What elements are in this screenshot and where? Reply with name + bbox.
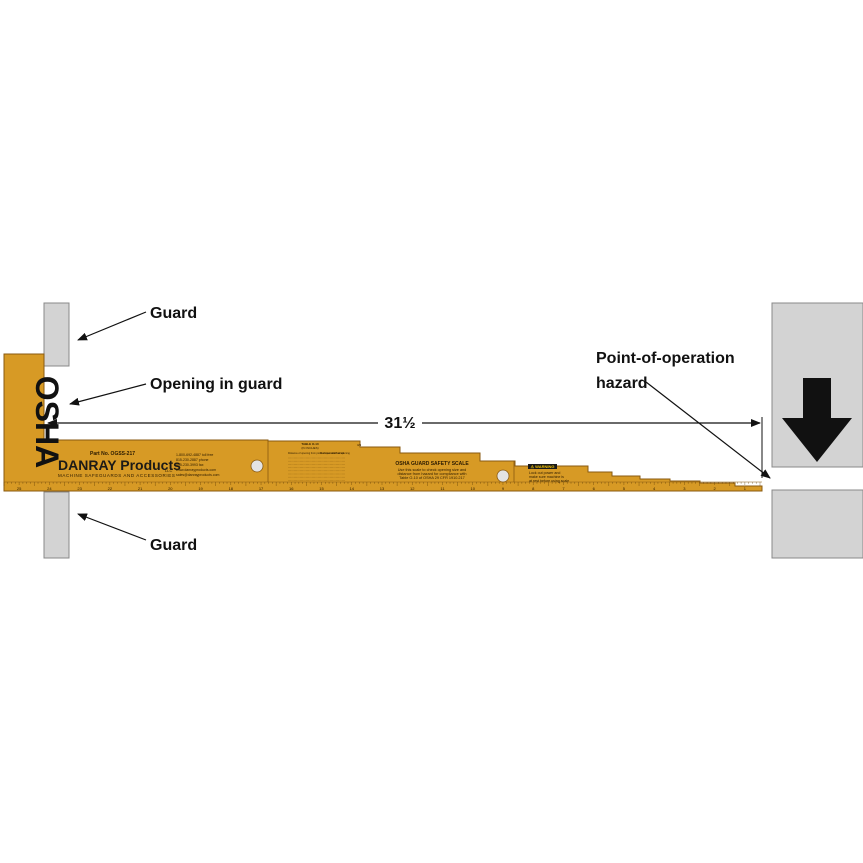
ruler-number: 3 bbox=[683, 486, 686, 491]
ruler-number: 20 bbox=[168, 486, 173, 491]
ruler-number: 24 bbox=[47, 486, 52, 491]
opening-arrow bbox=[69, 383, 147, 406]
ruler-number: 23 bbox=[77, 486, 82, 491]
guard-left-top bbox=[43, 302, 70, 367]
ruler-number: 4 bbox=[653, 486, 656, 491]
ruler-number: 11 bbox=[440, 486, 445, 491]
brand-tm: LLC bbox=[165, 468, 172, 473]
table-title: TABLE O-10 bbox=[301, 442, 319, 446]
contact-line: 815-230-3993 fax bbox=[176, 463, 204, 467]
warning-line: Lock out power and bbox=[529, 471, 560, 475]
ruler-number: 15 bbox=[319, 486, 324, 491]
ruler-number: 8 bbox=[532, 486, 535, 491]
ruler-number: 5 bbox=[623, 486, 626, 491]
ruler-ticks bbox=[3, 482, 761, 486]
contact-line: sales@danrayproducts.com bbox=[176, 473, 220, 477]
warning-badge: ⚠ WARNING bbox=[530, 464, 554, 469]
dimension-label: 31½ bbox=[384, 415, 415, 432]
table-col-1: Distance of opening from point of operat… bbox=[288, 452, 345, 455]
hanging-hole-right bbox=[496, 469, 510, 483]
guard-bottom-label: Guard bbox=[150, 537, 197, 554]
guard-left-bottom bbox=[43, 491, 70, 559]
ruler-number: 16 bbox=[289, 486, 294, 491]
danray-brand: DANRAY Products bbox=[58, 457, 181, 473]
ruler-number: 2 bbox=[714, 486, 717, 491]
contact-line: www.danrayproducts.com bbox=[176, 468, 216, 472]
hazard-label-line-1: Point-of-operation bbox=[596, 350, 735, 367]
hazard-arrow bbox=[645, 381, 771, 479]
guard-top-label: Guard bbox=[150, 305, 197, 322]
table-title-units: (IN INCHES) bbox=[301, 446, 318, 450]
warning-line: make sure machine is bbox=[529, 475, 564, 479]
part-number: Part No. OGSS-217 bbox=[90, 451, 135, 457]
ruler-number: 19 bbox=[198, 486, 203, 491]
safety-line: distance from hazard for compliance with bbox=[397, 472, 466, 476]
ruler-number: 13 bbox=[380, 486, 385, 491]
ruler-number: 18 bbox=[229, 486, 234, 491]
opening-label: Opening in guard bbox=[150, 376, 282, 393]
ruler-number: 12 bbox=[410, 486, 415, 491]
osha-scale-body bbox=[3, 353, 763, 492]
guard-top-arrow bbox=[77, 311, 147, 341]
contact-line: 815-230-2887 phone bbox=[176, 458, 209, 462]
warning-line: at rest before using scale bbox=[529, 479, 569, 483]
guard-bottom-arrow bbox=[77, 513, 147, 541]
ruler-number: 7 bbox=[562, 486, 565, 491]
ruler-number: 22 bbox=[108, 486, 113, 491]
tagline: MACHINE SAFEGUARDS AND ACCESSORIES bbox=[58, 473, 175, 478]
safety-title: OSHA GUARD SAFETY SCALE bbox=[395, 461, 469, 467]
contact-block: 1-800-692-4887 toll free 815-230-2887 ph… bbox=[176, 453, 220, 477]
ruler-number: 14 bbox=[350, 486, 355, 491]
step-label: 3/4 bbox=[357, 443, 362, 447]
table-col-2: Maximum width of opening bbox=[320, 452, 350, 455]
ruler-number: 25 bbox=[17, 486, 22, 491]
warning-badge-bg bbox=[528, 464, 557, 469]
safety-line: Use this scale to check opening size and bbox=[398, 468, 467, 472]
ruler-number: 21 bbox=[138, 486, 143, 491]
contact-line: 1-800-692-4887 toll free bbox=[176, 453, 213, 457]
osha-vertical-text: OSHA bbox=[29, 376, 65, 468]
safety-line: Table O-10 of OSHA 29 CFR 1910.217 bbox=[399, 476, 464, 480]
ruler-number: 10 bbox=[470, 486, 475, 491]
down-arrow-icon bbox=[782, 378, 852, 462]
hazard-label-line-2: hazard bbox=[596, 375, 648, 392]
ruler-number: 1 bbox=[744, 486, 747, 491]
ruler-number: 17 bbox=[259, 486, 264, 491]
ruler-number: 6 bbox=[593, 486, 596, 491]
machine-block-bottom bbox=[771, 489, 863, 559]
hanging-hole-left bbox=[250, 459, 264, 473]
ruler-number: 9 bbox=[502, 486, 505, 491]
